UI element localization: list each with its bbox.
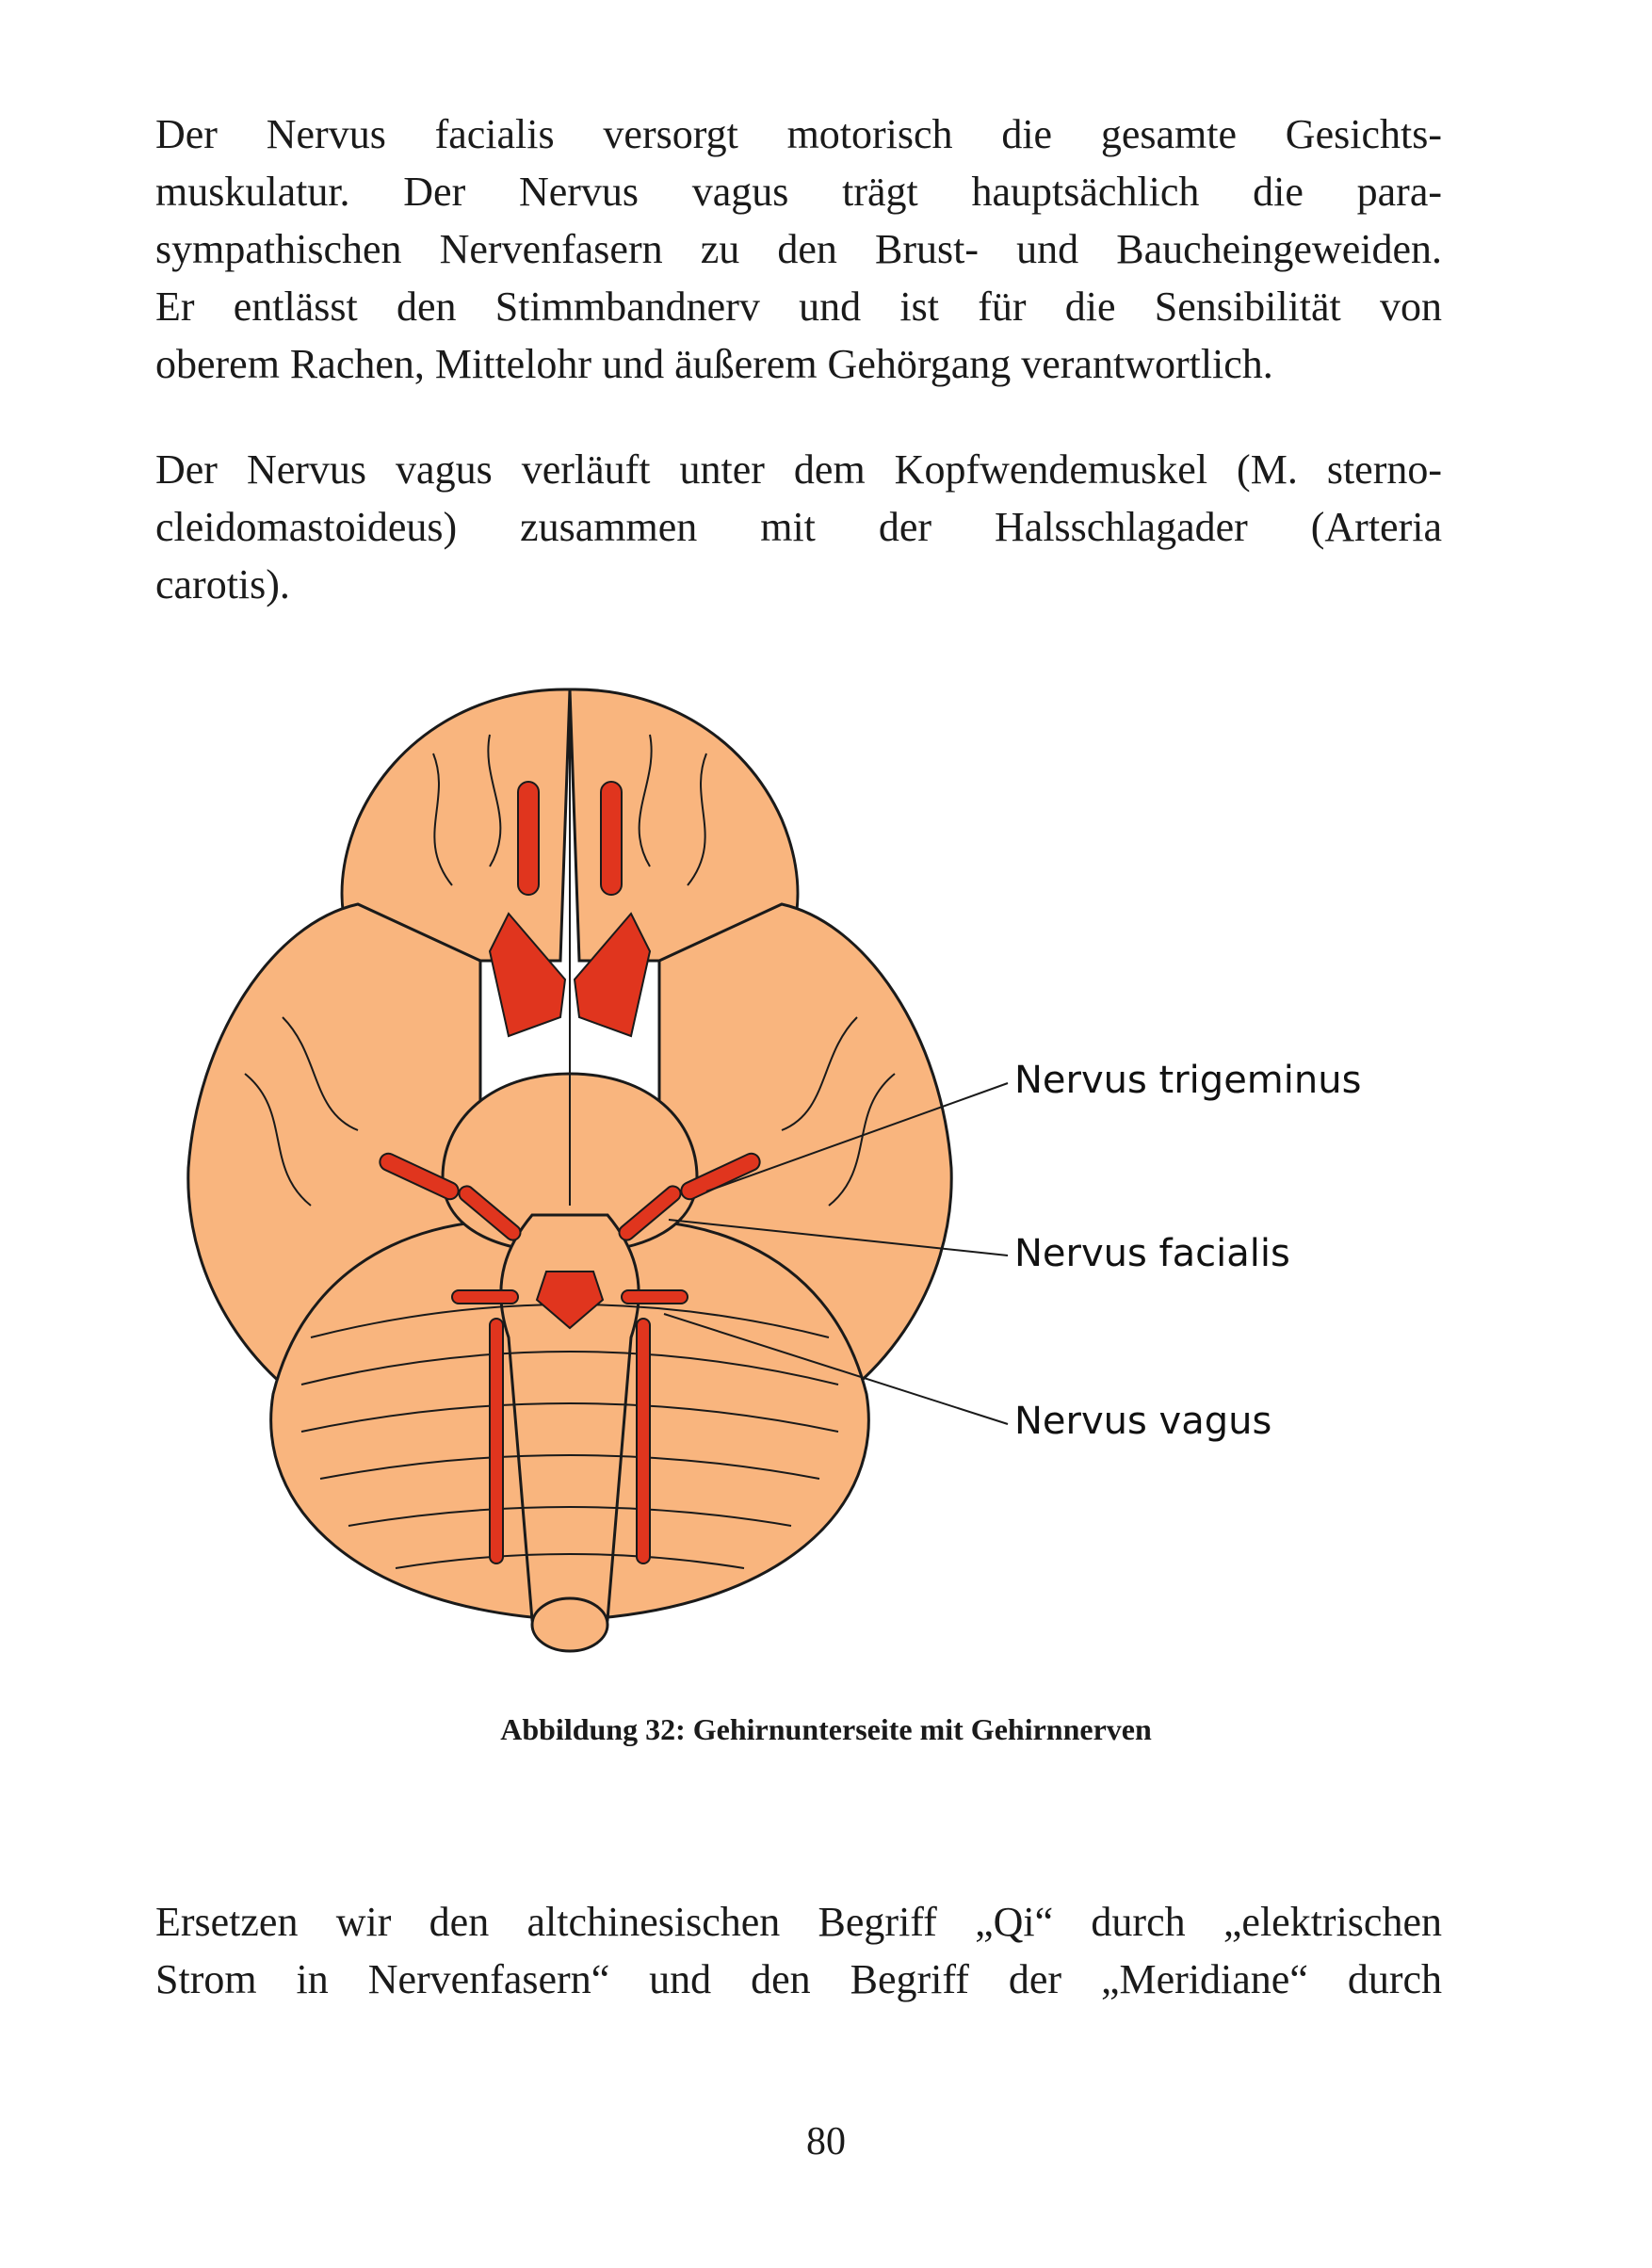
paragraph-vagus-course: Der Nervus vagus verläuft unter dem Kopf… xyxy=(155,441,1442,613)
text-line: Der Nervus facialis versorgt motorisch d… xyxy=(155,111,1442,157)
text-line: Ersetzen wir den altchinesischen Begriff… xyxy=(155,1899,1442,1945)
label-leader-lines xyxy=(663,1082,1009,1425)
cranial-nerves xyxy=(379,781,761,1564)
brain-underside-figure: Nervus trigeminus Nervus facialis Nervus… xyxy=(170,678,1488,1658)
text-line: Der Nervus vagus verläuft unter dem Kopf… xyxy=(155,446,1442,493)
label-nervus-facialis: Nervus facialis xyxy=(1014,1232,1290,1275)
text-line: Er entlässt den Stimmbandnerv und ist fü… xyxy=(155,284,1442,330)
text-line: sympathischen Nervenfasern zu den Brust-… xyxy=(155,226,1442,272)
label-nervus-trigeminus: Nervus trigeminus xyxy=(1014,1059,1362,1102)
label-nervus-vagus: Nervus vagus xyxy=(1014,1400,1272,1443)
paragraph-facialis-vagus: Der Nervus facialis versorgt motorisch d… xyxy=(155,105,1442,393)
paragraph-qi: Ersetzen wir den altchinesischen Begriff… xyxy=(155,1893,1442,2008)
text-line: oberem Rachen, Mittelohr und äußerem Geh… xyxy=(155,341,1273,387)
text-line: carotis). xyxy=(155,561,290,608)
text-line: Strom in Nervenfasern“ und den Begriff d… xyxy=(155,1956,1442,2002)
text-line: cleidomastoideus) zusammen mit der Halss… xyxy=(155,504,1442,550)
page-number: 80 xyxy=(806,2120,846,2163)
text-line: muskulatur. Der Nervus vagus trägt haupt… xyxy=(155,169,1442,215)
brain-illustration xyxy=(186,688,1009,1653)
figure-caption: Abbildung 32: Gehirnunterseite mit Gehir… xyxy=(500,1712,1152,1746)
